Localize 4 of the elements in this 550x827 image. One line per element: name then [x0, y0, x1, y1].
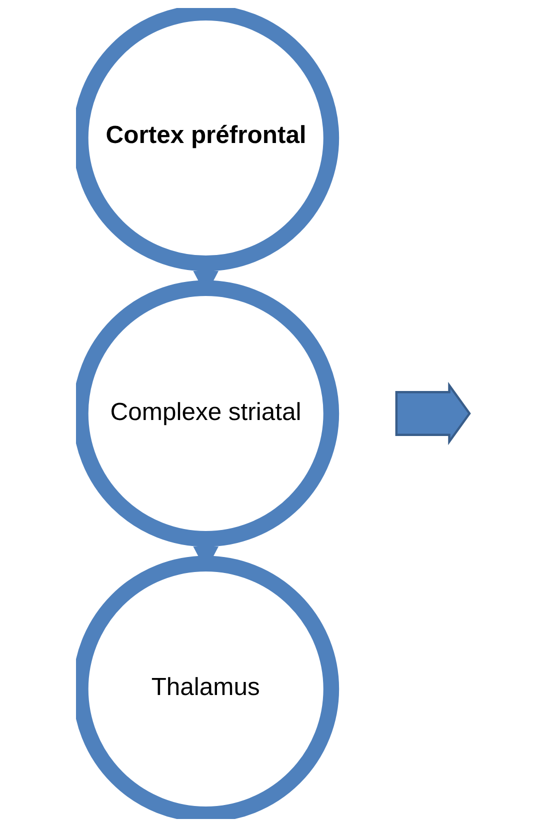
node-arrow — [395, 382, 471, 446]
node-circle: Complexe striatal — [76, 280, 340, 547]
node-circle: Cortex préfrontal — [76, 8, 340, 272]
node-circle: Thalamus — [76, 556, 340, 819]
